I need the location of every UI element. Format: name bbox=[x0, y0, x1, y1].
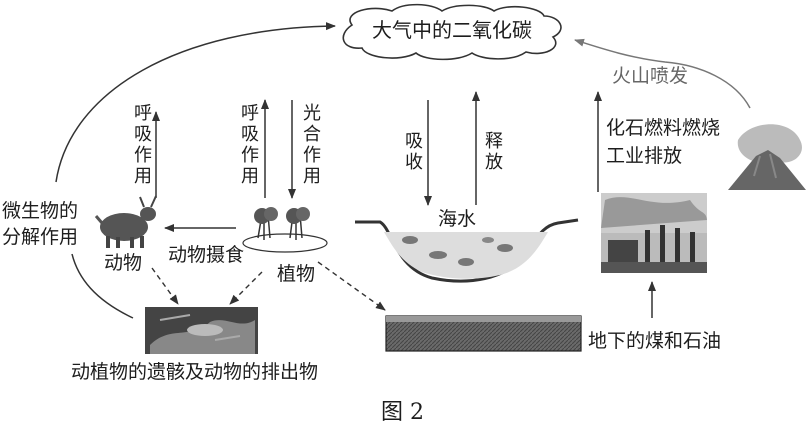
volcano-label: 火山喷发 bbox=[612, 66, 688, 88]
plant-to-coal-arrow bbox=[318, 262, 385, 310]
microbe-label-1: 微生物的 bbox=[2, 201, 78, 223]
goat-illustration bbox=[96, 196, 156, 248]
decomposition-arrow bbox=[56, 26, 335, 182]
factory-illustration bbox=[601, 193, 707, 273]
atmosphere-label: 大气中的二氧化碳 bbox=[372, 19, 532, 42]
microbe-label-2: 分解作用 bbox=[2, 227, 78, 249]
volcano-illustration bbox=[728, 124, 806, 190]
plant-respiration-label: 呼吸作用 bbox=[240, 103, 260, 187]
plants-label: 植物 bbox=[277, 264, 315, 286]
animal-to-remains-arrow bbox=[152, 268, 178, 304]
fossil-emission-label-1: 化石燃料燃烧 bbox=[606, 118, 720, 140]
animals-label: 动物 bbox=[104, 253, 142, 275]
remains-label: 动植物的遗骸及动物的排出物 bbox=[71, 362, 318, 384]
coal-oil-illustration bbox=[386, 316, 581, 351]
ocean-absorb-label: 吸收 bbox=[404, 131, 424, 173]
ocean-release-label: 释放 bbox=[484, 131, 504, 173]
fossil-emission-label-2: 工业排放 bbox=[606, 146, 682, 168]
figure-caption: 图 2 bbox=[381, 400, 424, 425]
remains-illustration bbox=[145, 307, 258, 354]
feeding-label: 动物摄食 bbox=[168, 245, 244, 267]
seawater-label: 海水 bbox=[438, 209, 476, 231]
photosynthesis-label: 光合作用 bbox=[302, 103, 322, 187]
coal-oil-label: 地下的煤和石油 bbox=[588, 331, 721, 353]
plant-to-remains-arrow bbox=[230, 272, 262, 304]
animal-respiration-label: 呼吸作用 bbox=[133, 103, 153, 187]
plant-illustration bbox=[243, 207, 327, 252]
